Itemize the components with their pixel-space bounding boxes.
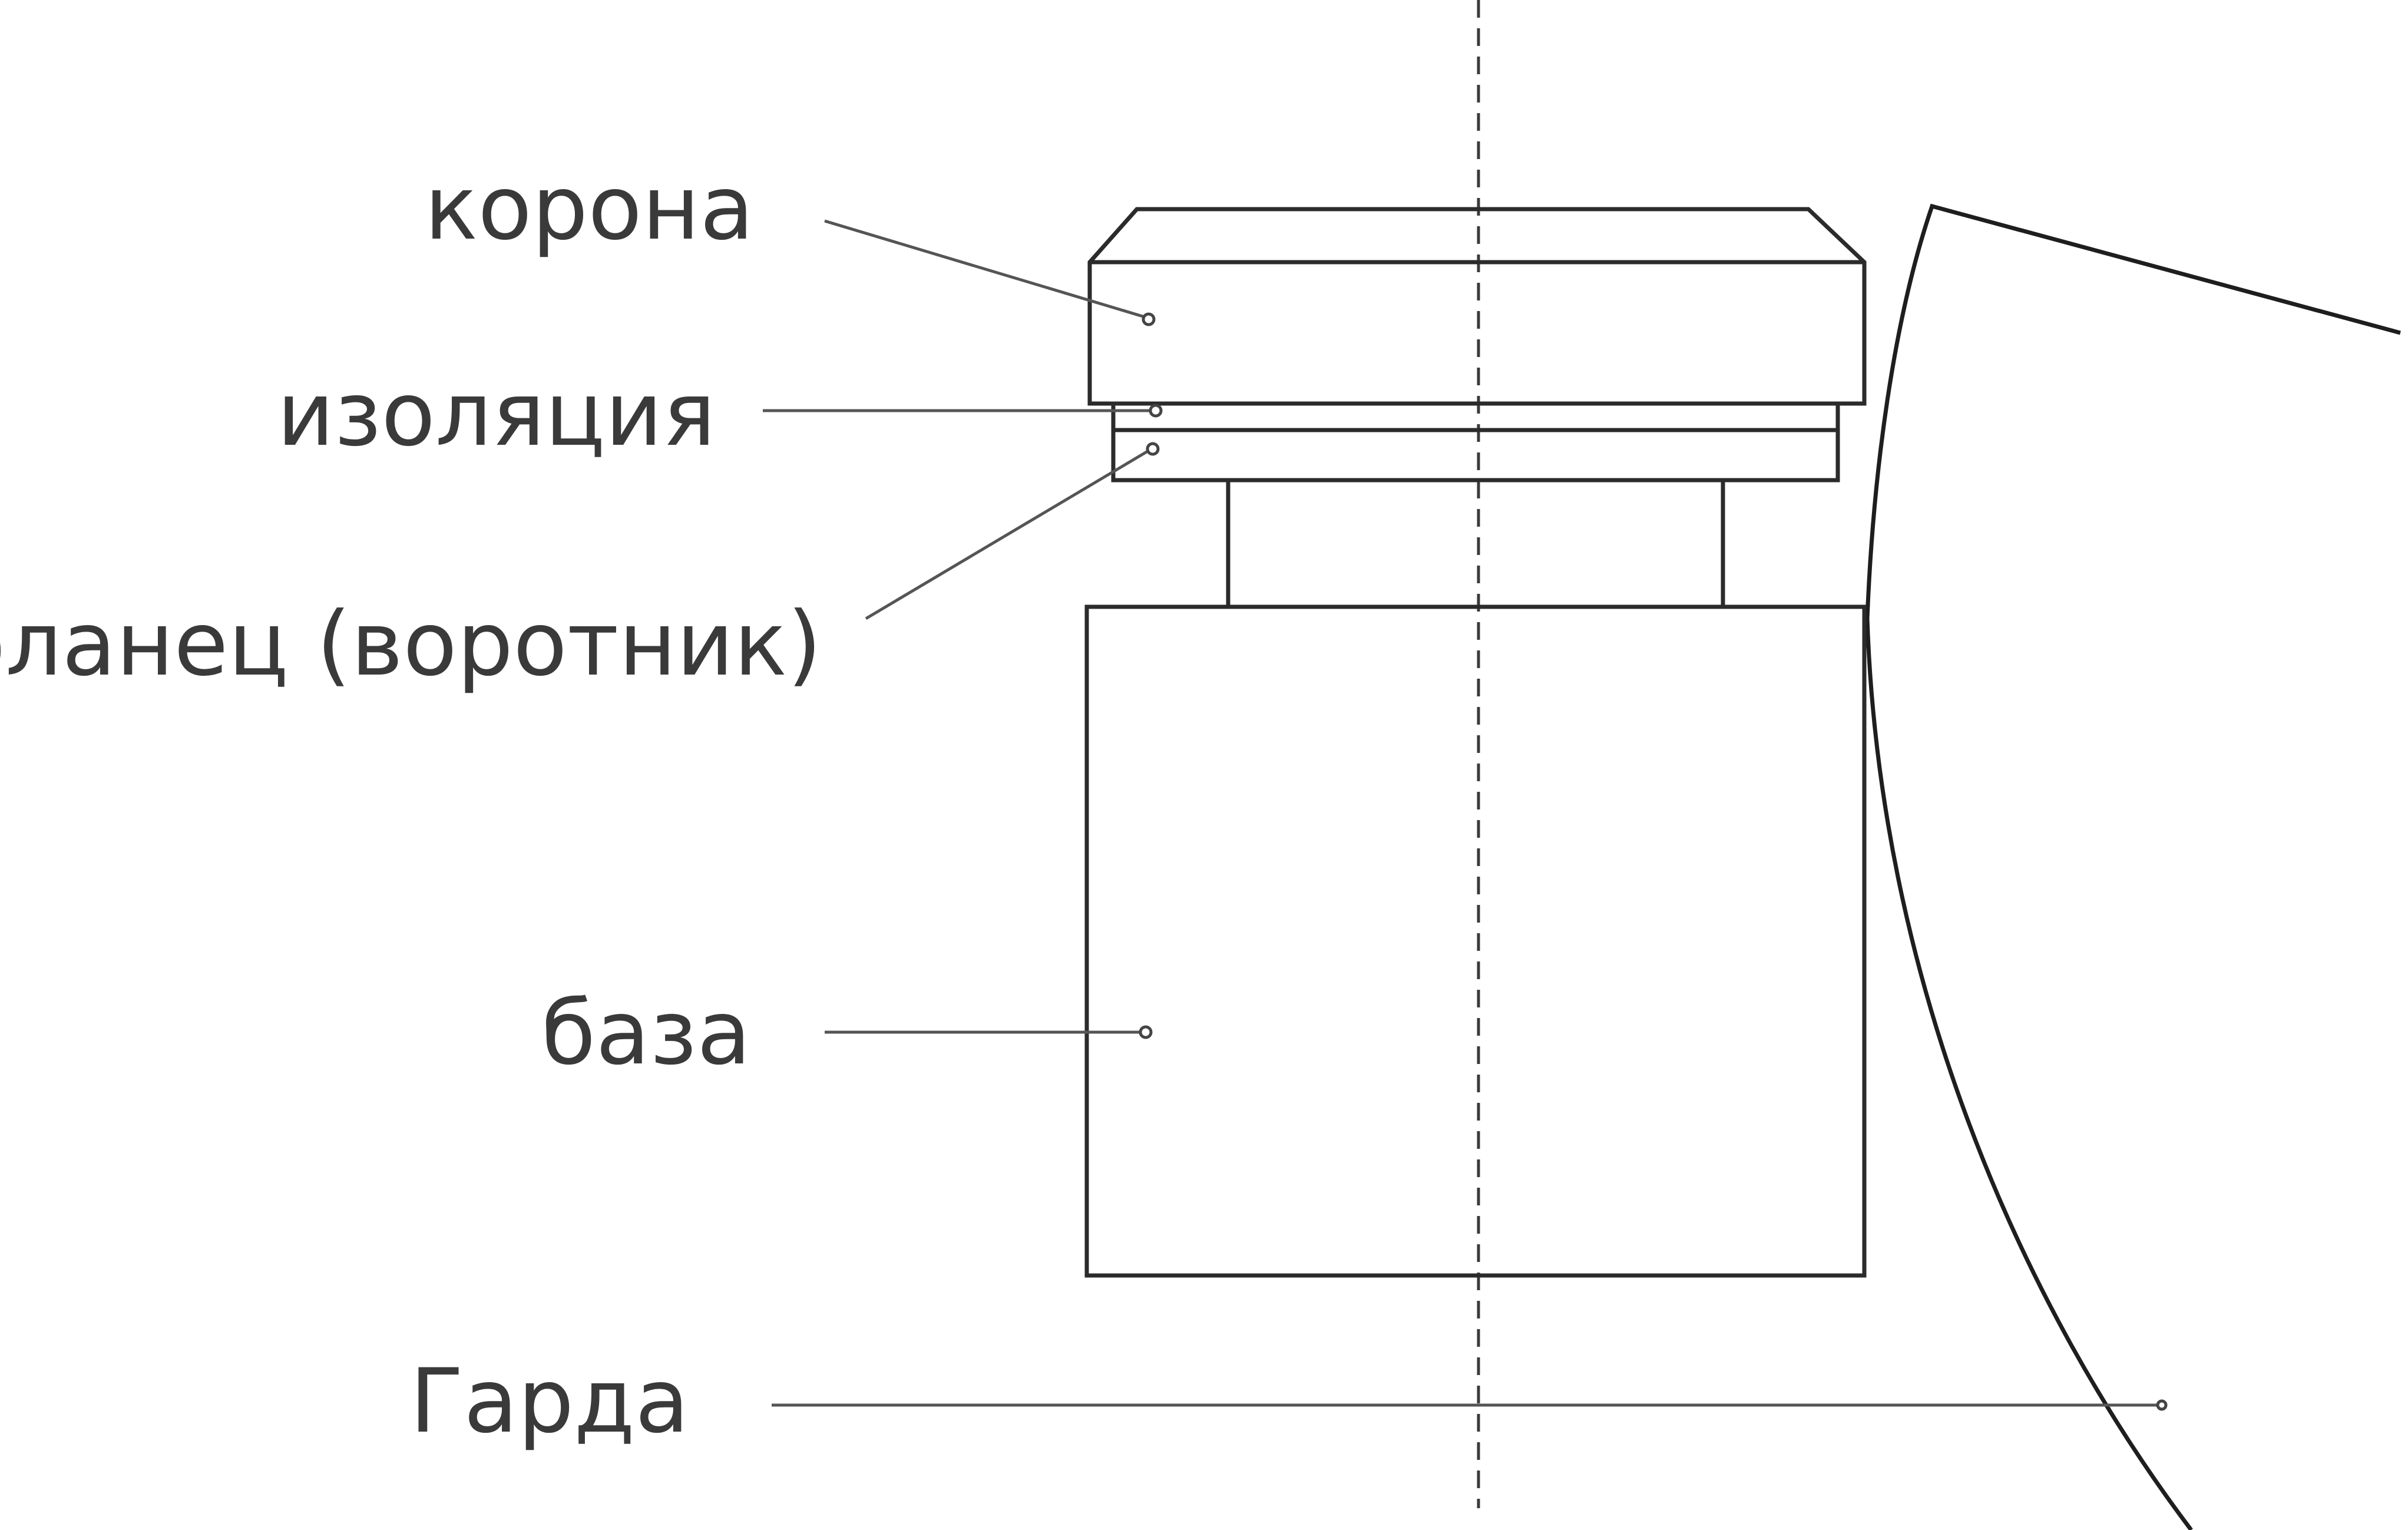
- base-label: база: [541, 982, 751, 1085]
- guard-leader-dot: [2156, 1399, 2168, 1411]
- insulation-label: изоляция: [277, 364, 716, 466]
- insulation-leader-dot: [1149, 404, 1163, 418]
- crown-leader-dot: [1142, 312, 1156, 326]
- crown-label: корона: [425, 157, 754, 260]
- blade-outline: [1865, 203, 2401, 1530]
- guard-label: Гарда: [410, 1350, 689, 1453]
- flange-leader-line: [865, 447, 1153, 620]
- base-shape: [1084, 604, 1867, 1278]
- flange-shape: [1111, 428, 1840, 483]
- flange-label: фланец (воротник): [0, 593, 822, 696]
- flange-leader-dot: [1146, 442, 1160, 456]
- base-leader-dot: [1139, 1025, 1153, 1039]
- insulation-shape: [1111, 401, 1840, 432]
- crown-leader-line: [824, 219, 1149, 320]
